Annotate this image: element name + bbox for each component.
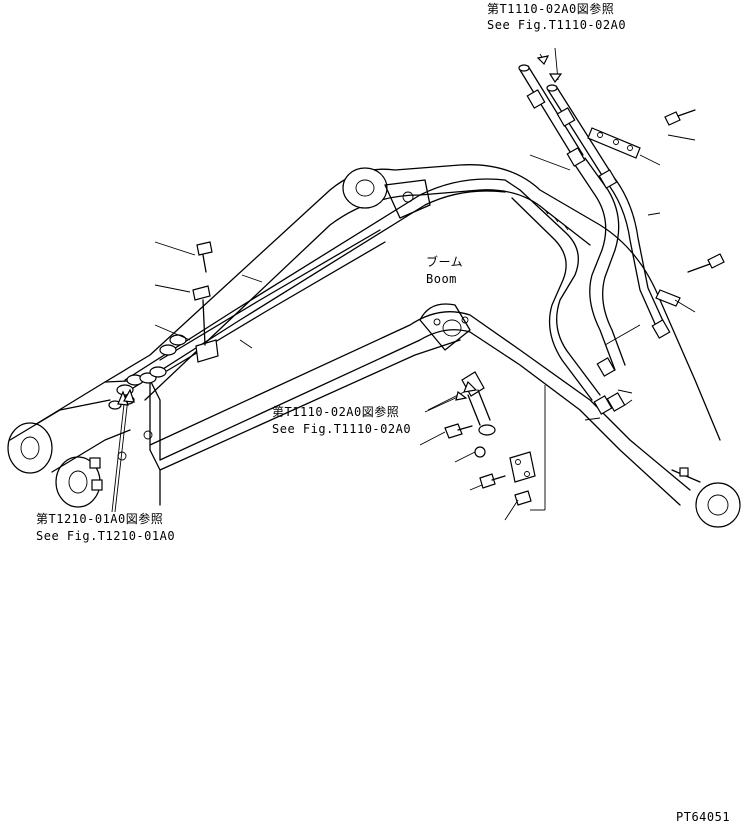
boom-label-jp: ブーム: [426, 255, 464, 269]
leader-lines: [111, 47, 696, 521]
boom-body: [7, 164, 741, 528]
reference-top-right-jp: 第T1110-02A0図参照: [487, 2, 615, 16]
hydraulic-tubes: [124, 64, 681, 415]
reference-center-en: See Fig.T1110-02A0: [272, 422, 412, 436]
reference-top-right-en: See Fig.T1110-02A0: [487, 18, 627, 32]
reference-left-jp: 第T1210-01A0図参照: [36, 512, 164, 526]
bolts-and-clamps: [108, 109, 725, 506]
figure-code: PT64051: [676, 810, 731, 824]
reference-center-jp: 第T1110-02A0図参照: [272, 405, 400, 419]
boom-label-en: Boom: [426, 272, 457, 286]
reference-left-en: See Fig.T1210-01A0: [36, 529, 176, 543]
